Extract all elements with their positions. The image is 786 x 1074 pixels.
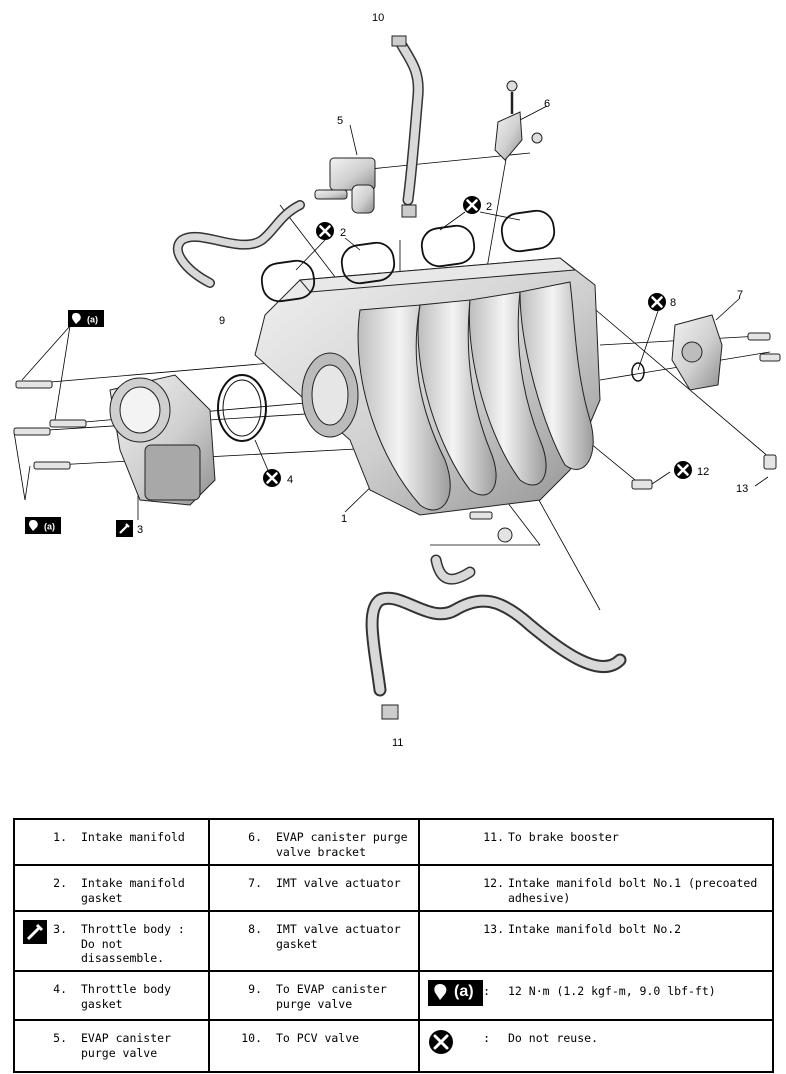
intake-manifold	[254, 257, 601, 516]
legend-item-number: 1.	[53, 830, 67, 844]
do-not-reuse-icon	[261, 467, 283, 489]
legend-item-text: Intake manifold bolt No.2	[508, 922, 682, 936]
intake-manifold-exploded-diagram: (a) (a) 1 2 2 3 4 5 6 7 8 9 10 11 12 13	[13, 12, 781, 749]
legend-item-text: Throttle body gasket	[81, 982, 172, 1011]
legend-cell: 4. Throttle body gasket	[13, 970, 210, 1021]
legend-item-text: Intake manifold bolt No.1 (precoated adh…	[508, 876, 758, 905]
do-not-reuse-icon	[428, 1029, 454, 1058]
evap-canister-purge-valve	[314, 157, 376, 214]
callout-2b: 2	[486, 201, 492, 213]
legend-item-text: IMT valve actuator	[276, 876, 401, 890]
do-not-reuse-icon	[672, 459, 694, 481]
legend-item-text: To brake booster	[508, 830, 619, 844]
callout-10: 10	[372, 12, 384, 24]
do-not-disassemble-icon	[116, 520, 133, 537]
legend-item-text: To EVAP canister purge valve	[276, 982, 387, 1011]
callout-4: 4	[287, 474, 293, 486]
legend-item-number: 6.	[248, 830, 262, 844]
callout-5: 5	[337, 115, 343, 127]
callout-1: 1	[341, 513, 347, 525]
torque-wrench-icon: (a)	[428, 980, 483, 1009]
legend-row: 5. EVAP canister purge valve 10. To PCV val…	[13, 1019, 774, 1073]
legend-item-text: Do not reuse.	[508, 1031, 599, 1045]
callout-9: 9	[219, 315, 225, 327]
imt-valve-actuator-gasket	[631, 362, 645, 382]
callout-7: 7	[737, 289, 743, 301]
legend-row: 2. Intake manifold gasket 7. IMT valve actu…	[13, 864, 774, 912]
legend-row: 1. Intake manifold 6. EVAP canister purge v…	[13, 818, 774, 866]
legend-item-number: 3.	[53, 922, 67, 936]
evap-canister-purge-valve-bracket	[494, 111, 523, 161]
legend-cell: 12. Intake manifold bolt No.1 (precoated …	[418, 864, 774, 912]
callout-13: 13	[736, 483, 748, 495]
callout-8: 8	[670, 297, 676, 309]
legend-cell: 2. Intake manifold gasket	[13, 864, 210, 912]
legend-cell: 5. EVAP canister purge valve	[13, 1019, 210, 1073]
bolts	[13, 332, 781, 543]
legend-cell: 6. EVAP canister purge valve bracket	[208, 818, 420, 866]
legend-item-number: 2.	[53, 876, 67, 890]
parts-legend-table: 1. Intake manifold 6. EVAP canister purge v…	[13, 818, 774, 1073]
legend-item-text: EVAP canister purge valve	[81, 1031, 172, 1060]
legend-cell: 1. Intake manifold	[13, 818, 210, 866]
do-not-reuse-icon	[461, 194, 483, 216]
callout-2a: 2	[340, 227, 346, 239]
legend-item-number: 13.	[483, 922, 504, 936]
legend-item-number: 12.	[483, 876, 504, 890]
legend-row: 4. Throttle body gasket 9. To EVAP canister…	[13, 970, 774, 1021]
legend-item-number: :	[483, 984, 490, 998]
legend-cell: (a): 12 N·m (1.2 kgf-m, 9.0 lbf-ft)	[418, 970, 774, 1021]
legend-row: 3. Throttle body : Do not disassemble. 8. I…	[13, 910, 774, 972]
legend-item-number: 9.	[248, 982, 262, 996]
legend-cell: 13. Intake manifold bolt No.2	[418, 910, 774, 972]
brake-booster-hose	[365, 591, 627, 697]
legend-item-text: Intake manifold gasket	[81, 876, 185, 905]
callout-11: 11	[392, 737, 403, 749]
legend-item-number: 8.	[248, 922, 262, 936]
throttle-body	[109, 374, 216, 506]
legend-item-number: 5.	[53, 1031, 67, 1045]
legend-cell: 7. IMT valve actuator	[208, 864, 420, 912]
legend-cell: : Do not reuse.	[418, 1019, 774, 1073]
legend-item-number: 4.	[53, 982, 67, 996]
torque-wrench-icon: (a)	[25, 517, 61, 534]
callout-3: 3	[137, 524, 143, 536]
legend-cell: 3. Throttle body : Do not disassemble.	[13, 910, 210, 972]
legend-item-text: Throttle body : Do not disassemble.	[81, 922, 185, 965]
legend-item-text: 12 N·m (1.2 kgf-m, 9.0 lbf-ft)	[508, 984, 716, 998]
do-not-reuse-icon	[314, 220, 336, 242]
torque-label-top: (a)	[87, 315, 98, 325]
do-not-disassemble-icon	[23, 920, 47, 947]
legend-item-number: 7.	[248, 876, 262, 890]
legend-cell: 11. To brake booster	[418, 818, 774, 866]
callout-6: 6	[544, 98, 550, 110]
legend-item-number: :	[483, 1031, 490, 1045]
legend-cell: 9. To EVAP canister purge valve	[208, 970, 420, 1021]
do-not-reuse-icon	[646, 291, 668, 313]
callout-12: 12	[697, 466, 709, 478]
legend-item-text: EVAP canister purge valve bracket	[276, 830, 408, 859]
legend-cell: 10. To PCV valve	[208, 1019, 420, 1073]
torque-wrench-icon: (a)	[68, 310, 104, 327]
legend-item-number: 11.	[483, 830, 504, 844]
legend-item-text: To PCV valve	[276, 1031, 360, 1045]
torque-label-bottom: (a)	[44, 522, 55, 532]
intake-manifold-gaskets	[260, 209, 556, 303]
throttle-body-gasket	[217, 374, 267, 442]
torque-icon-label: (a)	[454, 983, 474, 1000]
legend-item-text: IMT valve actuator gasket	[276, 922, 401, 951]
legend-item-text: Intake manifold	[81, 830, 185, 844]
legend-cell: 8. IMT valve actuator gasket	[208, 910, 420, 972]
imt-valve-actuator	[671, 314, 723, 391]
legend-item-number: 10.	[241, 1031, 262, 1045]
